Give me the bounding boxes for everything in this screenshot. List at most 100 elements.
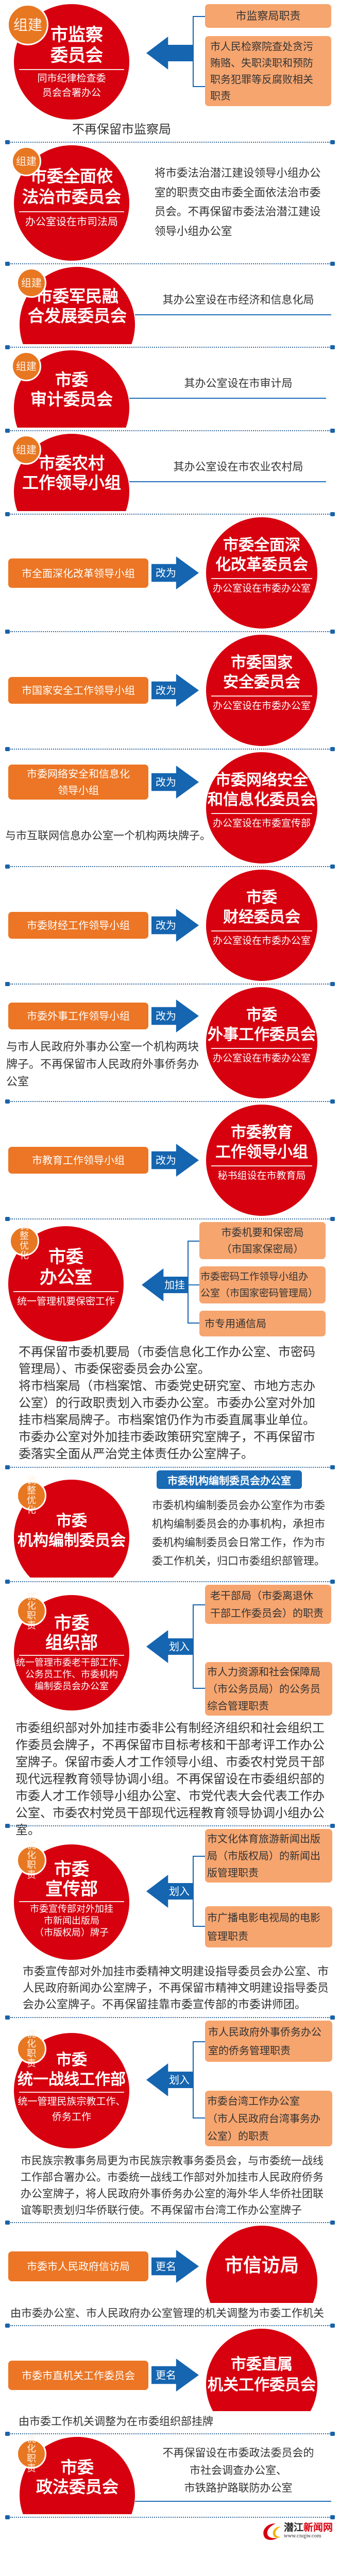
title-line: 安全委员会 <box>223 673 300 691</box>
connector-bracket <box>193 1856 205 1927</box>
box-line: 干部工作委员会）的职责 <box>210 1607 324 1619</box>
title-line: 法治市委员会 <box>22 187 121 207</box>
section-divider <box>5 2221 335 2225</box>
box-line: 版管理职责 <box>207 1866 259 1879</box>
section-divider <box>5 2324 335 2328</box>
circle-title: 市委全面深化改革委员会 <box>206 536 317 575</box>
title-line: 市委网络安全 <box>215 771 308 789</box>
title-line: 市委全面深 <box>223 536 300 554</box>
section-education-group: 市教育工作领导小组 改为 市委教育工作领导小组 秘书组设在市教育局 <box>0 1105 340 1216</box>
section-finance-commission: 市委财经工作领导小组 改为 市委财经委员会 办公室设在市委办公室 <box>0 870 340 981</box>
box-line: 管理职责 <box>207 1930 248 1942</box>
title-line: 合发展委员会 <box>27 306 127 326</box>
section-petition-bureau: 市委市人民政府信访局 更名 市信访局 由市委办公室、市人民政府办公室管理的机关调… <box>0 2226 340 2323</box>
connector-bracket <box>193 1604 205 1689</box>
section-divider <box>5 2515 335 2519</box>
circle-title: 市委办公室 <box>8 1247 124 1288</box>
description-text: 不再保留市委机要局（市委信息化工作办公室、市密码管理局）、市委保密委员会办公室。… <box>19 1344 319 1463</box>
section-divider <box>5 140 335 144</box>
arrow-label: 改为 <box>156 684 176 697</box>
box-line: 室的侨务管理职责 <box>208 2044 291 2057</box>
arrow-label: 更名 <box>156 2260 176 2273</box>
circle-title: 市委军民融合发展委员会 <box>20 286 135 326</box>
section-reform-commission: 市全面深化改革领导小组 改为 市委全面深化改革委员会 办公室设在市委办公室 <box>0 517 340 629</box>
title-line: 组织部 <box>45 1633 98 1653</box>
title-line: 委员会 <box>50 45 103 66</box>
title-line: 市委 <box>246 1006 277 1024</box>
subtitle-line: （市版权局）牌子 <box>35 1927 109 1938</box>
title-line: 工作领导小组 <box>22 473 121 493</box>
title-line: 市委 <box>56 1512 87 1530</box>
former-body-box: 市委外事工作领导小组 <box>8 1003 148 1029</box>
former-body-box: 市委市人民政府信访局 <box>8 2251 148 2281</box>
badge-establish: 组建 <box>11 146 41 176</box>
title-line: 机构编制委员会 <box>18 1532 126 1550</box>
circle-divider <box>19 2092 124 2093</box>
arrow-label: 划入 <box>169 1640 190 1653</box>
title-line: 政法委员会 <box>36 2477 118 2497</box>
circle-title: 市委审计委员会 <box>14 370 129 409</box>
section-divider <box>5 865 335 869</box>
former-body-box: 市委市直机关工作委员会 <box>8 2361 148 2390</box>
transferred-duty-box: 市委台湾工作办公室（市人民政府台湾事务办公室）的职责 <box>205 2091 332 2146</box>
badge-establish: 组建 <box>11 435 41 465</box>
section-divider <box>5 1217 335 1221</box>
box-line: 市文化体育旅游新闻出版 <box>207 1832 320 1845</box>
connector-line <box>188 1284 200 1285</box>
section-divider <box>5 429 335 433</box>
arrow-right-icon: 更名 <box>151 2359 199 2392</box>
circle-subtitle: 办公室设在市委办公室 <box>212 935 311 946</box>
circle-title: 市委财经委员会 <box>206 888 317 927</box>
circle-subtitle: 同市纪律检查委员会合署办公 <box>14 71 129 100</box>
circle-title: 市委统一战线工作部 <box>14 2050 129 2090</box>
logo-name-part: 潜江 <box>284 2522 304 2533</box>
section-divider <box>5 1465 335 1469</box>
underline <box>129 398 326 399</box>
box-line: 市委机要和保密局 <box>221 1226 304 1239</box>
transferred-duty-box: 市广播电影电视局的电影管理职责 <box>205 1906 332 1947</box>
circle-subtitle: 办公室设在市司法局 <box>25 215 118 228</box>
office-location-text: 其办公室设在市经济和信息化局 <box>162 294 314 306</box>
section-cyberspace-commission: 市委网络安全和信息化领导小组 改为 市委网络安全和信息化委员会 办公室设在市委宣… <box>0 752 340 863</box>
transferred-duty-box: 市人力资源和社会保障局（市公务员局）的公务员综合管理职责 <box>205 1662 332 1716</box>
section-divider <box>5 2432 335 2436</box>
box-line: 市人力资源和社会保障局 <box>207 1665 320 1678</box>
section-establishment-commission: 市委机构编制委员会办公室 市委机构编制委员会 调整优化 市委机构编制委员会办公室… <box>0 1470 340 1579</box>
circle-title: 市委直属机关工作委员会 <box>206 2354 317 2396</box>
title-line: 市委 <box>56 2051 87 2069</box>
box-line: 局（市版权局）的新闻出 <box>207 1849 320 1862</box>
subtitle-line: 编制委员会办公室 <box>35 1681 109 1692</box>
circle-subtitle: 办公室设在市委办公室 <box>212 583 311 594</box>
circle-subtitle: 办公室设在市委办公室 <box>212 1053 311 1064</box>
description-text: 市委机构编制委员会办公室作为市委机构编制委员会的办事机构，承担市委机构编制委员会… <box>152 1499 325 1567</box>
circle-divider <box>211 696 312 697</box>
box-line: 公室）的职责 <box>207 2130 269 2142</box>
half-red-circle <box>206 2329 317 2411</box>
red-circle <box>206 517 317 629</box>
merged-duty-box: 市监察局职责 <box>205 4 331 28</box>
subtitle-line: 统一管理民族宗教工作、 <box>18 2096 126 2107</box>
logo-url: www.cnqjw.com <box>284 2534 321 2539</box>
red-circle <box>206 870 317 981</box>
connector-bracket <box>188 1241 200 1324</box>
section-divider <box>5 2015 335 2020</box>
box-line: （市国家保密局） <box>221 1243 304 1255</box>
note-text: 与市互联网信息办公室一个机构两块牌子。 <box>5 829 211 842</box>
box-line: 领导小组 <box>58 784 99 796</box>
section-divider <box>5 1824 335 1828</box>
circle-divider <box>211 578 312 579</box>
badge-optimize-duties: 优化职责 <box>16 1591 46 1631</box>
box-line: 市委网络安全和信息化 <box>27 768 130 780</box>
section-organs-work-committee: 市委市直机关工作委员会 更名 市委直属机关工作委员会 由市委工作机关调整为在市委… <box>0 2329 340 2431</box>
section-national-security-commission: 市国家安全工作领导小组 改为 市委国家安全委员会 办公室设在市委办公室 <box>0 635 340 746</box>
box-line: 贿赂、失职渎职和预防 <box>210 57 313 69</box>
text-line: 不再保留设在市委政法委员会的 <box>162 2447 314 2459</box>
circle-title: 市信访局 <box>224 2255 299 2276</box>
attached-body-box: 市专用通信局 <box>199 1311 326 1336</box>
title-line: 和信息化委员会 <box>208 791 316 809</box>
note-text: 由市委工作机关调整为在市委组织部挂牌 <box>19 2415 213 2428</box>
arrow-right-icon: 改为 <box>151 1144 199 1177</box>
transferred-duty-box: 市文化体育旅游新闻出版局（市版权局）的新闻出版管理职责 <box>205 1829 332 1883</box>
former-body-box: 市委网络安全和信息化领导小组 <box>8 765 148 800</box>
footer: 潜江新闻网 www.cnqjw.com <box>0 2520 340 2541</box>
